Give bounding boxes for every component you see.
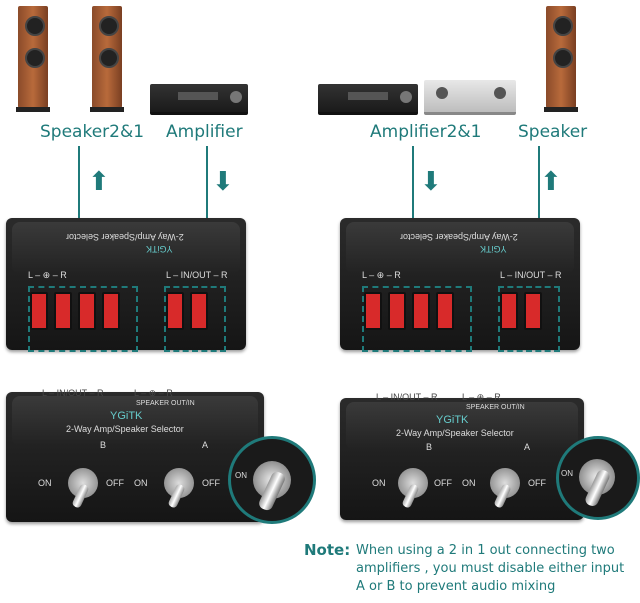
selector-front-left: L – IN/OUT – R L – ⊕ – R SPEAKER OUT/IN … xyxy=(6,388,264,522)
label-amplifier21: Amplifier2&1 xyxy=(370,122,482,142)
arrow-down-icon: ⬇ xyxy=(212,166,234,196)
model: 2-Way Amp/Speaker Selector xyxy=(66,424,184,434)
highlight-left-amp-terms xyxy=(164,286,226,352)
brand: YGiTK xyxy=(110,410,143,422)
arrow-up-icon: ⬆ xyxy=(88,166,110,196)
amplifier-right-2 xyxy=(424,80,516,115)
brand-flipped: YGiTK xyxy=(146,244,173,254)
zoom-switch-right: ON xyxy=(556,436,640,520)
note-line3: A or B to prevent audio mixing xyxy=(356,579,556,594)
highlight-right-amp-terms xyxy=(498,286,560,352)
highlight-left-speaker-terms xyxy=(28,286,138,352)
line-right-amp xyxy=(412,146,414,280)
speaker-left-2 xyxy=(90,6,124,112)
label-amplifier: Amplifier xyxy=(166,122,243,142)
amplifier-left xyxy=(150,84,248,115)
arrow-up-icon: ⬆ xyxy=(540,166,562,196)
model-flipped: 2-Way Amp/Speaker Selector xyxy=(66,232,184,242)
speaker-left-1 xyxy=(16,6,50,112)
selector-back-left: YGiTK 2-Way Amp/Speaker Selector L – ⊕ –… xyxy=(6,218,246,350)
label-speaker21: Speaker2&1 xyxy=(40,122,145,142)
arrow-down-icon: ⬇ xyxy=(420,166,442,196)
note-title: Note: xyxy=(304,541,351,559)
note-line2: amplifiers , you must disable either inp… xyxy=(356,561,625,576)
amplifier-right-1 xyxy=(318,84,418,115)
note-line1: When using a 2 in 1 out connecting two xyxy=(356,543,615,558)
line-right-speaker xyxy=(538,146,540,280)
speaker-right xyxy=(544,6,578,112)
label-speaker: Speaker xyxy=(518,122,588,142)
line-left-speaker xyxy=(78,146,80,280)
line-left-amp xyxy=(206,146,208,280)
selector-front-right: L – IN/OUT – R L – ⊕ – R SPEAKER OUT/IN … xyxy=(340,392,584,520)
selector-back-right: YGiTK 2-Way Amp/Speaker Selector L – ⊕ –… xyxy=(340,218,580,350)
highlight-right-speaker-terms xyxy=(362,286,472,352)
zoom-switch-left: ON xyxy=(228,436,316,524)
